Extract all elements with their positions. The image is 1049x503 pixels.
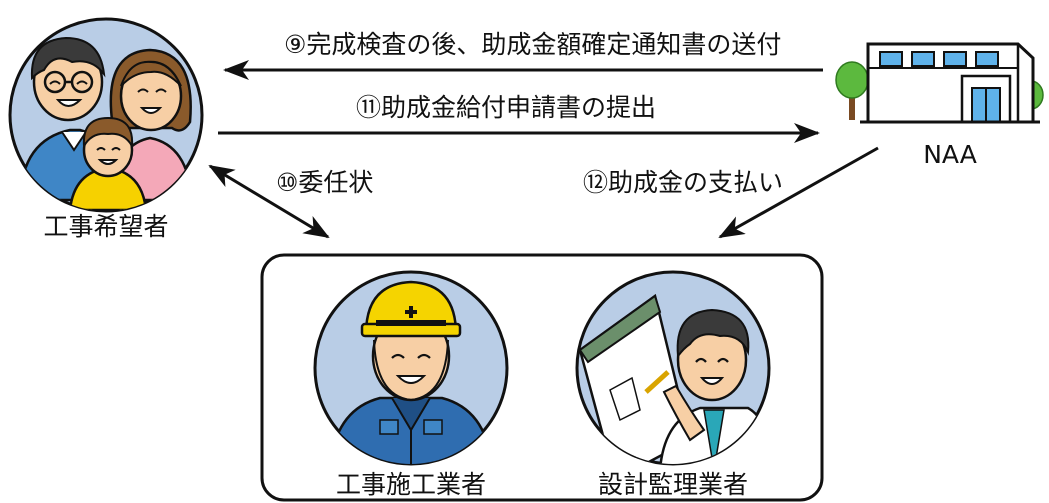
- arrow-step9-label: ⑨完成検査の後、助成金額確定通知書の送付: [284, 30, 782, 59]
- designer-label: 設計監理業者: [597, 470, 749, 499]
- worker-icon: [313, 270, 509, 466]
- building-icon: [835, 42, 1044, 124]
- contractor-label: 工事施工業者: [335, 470, 487, 499]
- arrow-step11-label: ⑪助成金給付申請書の提出: [356, 93, 657, 122]
- contractor-group-box: [260, 253, 824, 502]
- family-icon: [8, 17, 204, 213]
- applicant-label: 工事希望者: [43, 212, 169, 241]
- arrow-step12-label: ⑫助成金の支払い: [583, 168, 784, 197]
- naa-label: NAA: [923, 140, 977, 169]
- arrow-step10-label: ⑩委任状: [276, 168, 374, 197]
- arrow-step10: [208, 164, 330, 239]
- arrow-step12: [718, 146, 879, 239]
- designer-icon: [575, 270, 771, 466]
